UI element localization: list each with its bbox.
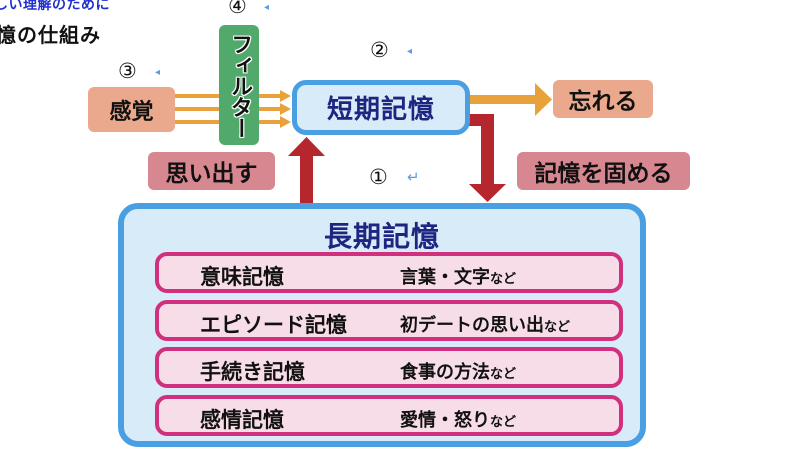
recall-arrow-shaft: [300, 154, 313, 207]
short-term-memory-box: 短期記憶: [292, 80, 470, 135]
page-title: 憶の仕組み: [0, 23, 101, 47]
step-number-3: ③: [118, 59, 137, 83]
forget-label: 忘れる: [568, 89, 638, 115]
orange-arrowhead-3: [280, 116, 291, 128]
example-suffix: など: [544, 320, 571, 335]
forget-arrowhead: [535, 83, 552, 116]
memory-type-name: 手続き記憶: [200, 360, 305, 384]
consolidate-label: 記憶を固める: [534, 161, 673, 187]
memory-type-row: エピソード記憶 初デートの思い出など: [155, 300, 623, 341]
memory-type-row: 感情記憶 愛情・怒りなど: [155, 395, 623, 436]
consolidate-arrowhead: [469, 184, 506, 202]
consolidate-arrow: [466, 114, 506, 202]
long-term-memory-box: 長期記憶 意味記憶 言葉・文字など エピソード記憶 初デートの思い出など 手続き…: [118, 203, 646, 447]
memory-type-example: 言葉・文字など: [400, 263, 516, 289]
long-term-memory-title: 長期記憶: [323, 220, 440, 253]
forget-box: 忘れる: [553, 80, 653, 118]
anchor-mark-icon: ◂: [264, 2, 270, 13]
memory-type-row: 意味記憶 言葉・文字など: [155, 252, 623, 293]
recall-arrow: [288, 137, 325, 207]
filter-box: フィルター: [219, 25, 259, 145]
example-text: 愛情・怒り: [400, 410, 490, 431]
memory-type-name: 意味記憶: [200, 265, 284, 289]
sensory-box: 感覚: [88, 87, 175, 132]
step-number-2: ②: [370, 38, 389, 62]
example-suffix: など: [490, 272, 517, 287]
subtitle: しい理解のために: [0, 0, 110, 13]
memory-type-example: 愛情・怒りなど: [400, 406, 516, 432]
sensory-label: 感覚: [109, 99, 154, 125]
short-term-to-forget-arrow: [468, 83, 552, 116]
memory-type-name: エピソード記憶: [200, 313, 347, 337]
orange-arrowhead-2: [280, 103, 291, 115]
consolidate-box: 記憶を固める: [517, 152, 690, 190]
recall-arrowhead: [288, 137, 325, 156]
memory-type-example: 初デートの思い出など: [400, 311, 570, 337]
example-suffix: など: [490, 415, 517, 430]
orange-arrowhead-1: [280, 90, 291, 102]
anchor-mark-icon: ◂: [407, 46, 413, 57]
anchor-mark-icon: ◂: [155, 67, 161, 78]
filter-label: フィルター: [227, 32, 252, 138]
memory-type-name: 感情記憶: [200, 408, 284, 432]
recall-label: 思い出す: [165, 161, 258, 187]
recall-box: 思い出す: [148, 152, 275, 190]
step-number-1: ①: [369, 165, 388, 189]
step-number-4: ④: [228, 0, 247, 18]
short-term-memory-label: 短期記憶: [326, 95, 435, 125]
example-suffix: など: [490, 367, 517, 382]
consolidate-arrow-shaft: [481, 114, 494, 186]
return-mark-icon: ↵: [407, 168, 420, 186]
memory-type-example: 食事の方法など: [400, 358, 516, 384]
example-text: 初デートの思い出: [400, 315, 544, 336]
example-text: 食事の方法: [400, 362, 490, 383]
example-text: 言葉・文字: [400, 267, 490, 288]
memory-type-row: 手続き記憶 食事の方法など: [155, 347, 623, 388]
forget-arrow-shaft: [468, 95, 538, 104]
